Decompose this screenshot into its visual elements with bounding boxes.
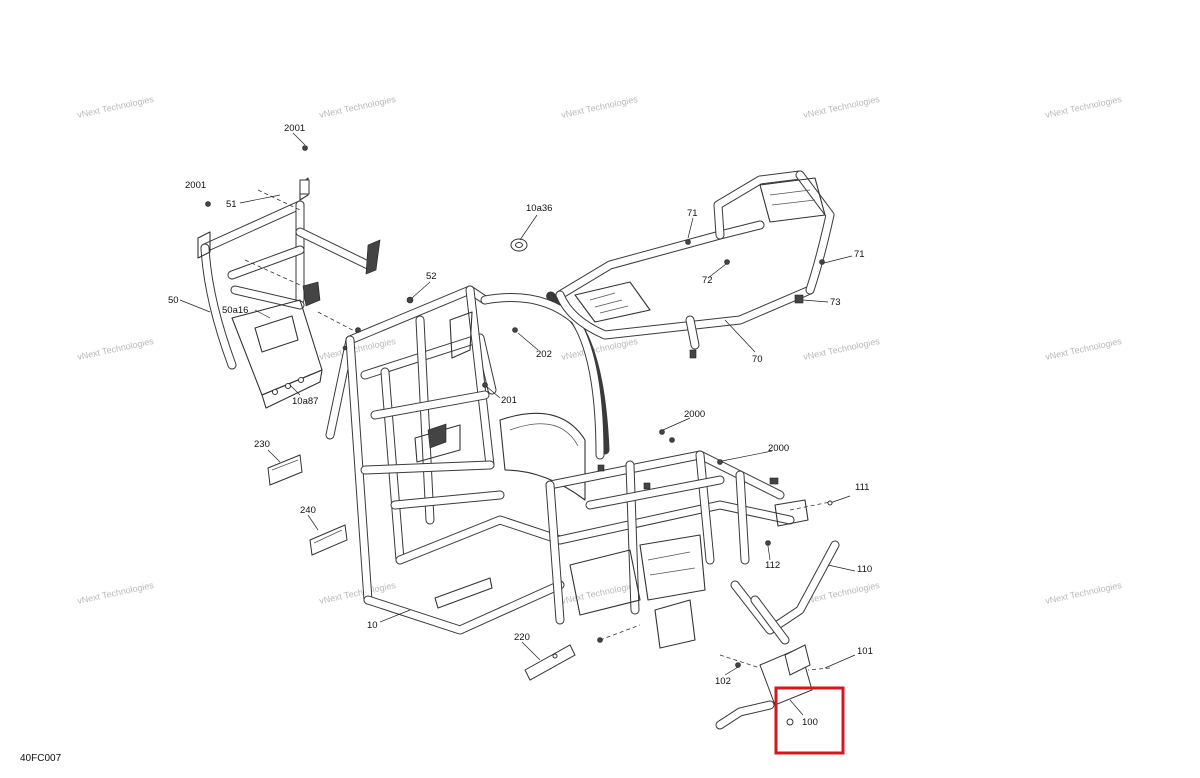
hitch-bracket-100[interactable] bbox=[715, 644, 813, 730]
callout-202[interactable]: 202 bbox=[536, 349, 552, 360]
watermark-text: vNext Technologies bbox=[802, 94, 881, 120]
callout-labels: 2001 2001 51 50 50a16 10a87 52 10a36 202… bbox=[168, 123, 873, 728]
rear-rack[interactable] bbox=[555, 170, 835, 359]
callout-70[interactable]: 70 bbox=[752, 354, 763, 365]
callout-100[interactable]: 100 bbox=[802, 717, 818, 728]
callout-50[interactable]: 50 bbox=[168, 295, 179, 306]
callout-10a87[interactable]: 10a87 bbox=[292, 396, 318, 407]
diagram-code: 40FC007 bbox=[20, 753, 62, 764]
front-brace-110[interactable] bbox=[730, 540, 840, 645]
plate-240[interactable] bbox=[309, 524, 348, 556]
plate-230[interactable] bbox=[267, 454, 303, 486]
callout-230[interactable]: 230 bbox=[254, 439, 270, 450]
callout-2001[interactable]: 2001 bbox=[185, 180, 206, 191]
callout-71[interactable]: 71 bbox=[687, 208, 698, 219]
leader-lines bbox=[179, 132, 856, 716]
callout-102[interactable]: 102 bbox=[715, 676, 731, 687]
watermark-text: vNext Technologies bbox=[1044, 580, 1123, 606]
callout-72[interactable]: 72 bbox=[702, 275, 713, 286]
watermark-text: vNext Technologies bbox=[802, 336, 881, 362]
watermark-text: vNext Technologies bbox=[76, 336, 155, 362]
callout-2001[interactable]: 2001 bbox=[284, 123, 305, 134]
watermark-text: vNext Technologies bbox=[76, 94, 155, 120]
callout-220[interactable]: 220 bbox=[514, 632, 530, 643]
callout-101[interactable]: 101 bbox=[857, 646, 873, 657]
highlight-box bbox=[774, 686, 845, 755]
callout-10[interactable]: 10 bbox=[367, 620, 378, 631]
watermark-text: vNext Technologies bbox=[560, 336, 639, 362]
callout-73[interactable]: 73 bbox=[830, 297, 841, 308]
front-bumper-assembly[interactable] bbox=[197, 177, 381, 409]
watermark-text: vNext Technologies bbox=[1044, 336, 1123, 362]
callout-50a16[interactable]: 50a16 bbox=[222, 305, 248, 316]
callout-51[interactable]: 51 bbox=[226, 199, 237, 210]
callout-110[interactable]: 110 bbox=[857, 564, 872, 575]
callout-10a36[interactable]: 10a36 bbox=[526, 203, 552, 214]
watermark-text: vNext Technologies bbox=[1044, 94, 1123, 120]
main-frame[interactable] bbox=[325, 285, 851, 649]
watermark-text: vNext Technologies bbox=[76, 580, 155, 606]
grommet-part[interactable] bbox=[510, 238, 528, 252]
callout-240[interactable]: 240 bbox=[300, 505, 316, 516]
bracket-220[interactable] bbox=[524, 644, 576, 681]
callout-52[interactable]: 52 bbox=[426, 271, 437, 282]
watermark-text: vNext Technologies bbox=[318, 94, 397, 120]
callout-2000[interactable]: 2000 bbox=[768, 443, 789, 454]
callout-201[interactable]: 201 bbox=[501, 395, 517, 406]
callout-111[interactable]: 111 bbox=[855, 482, 869, 493]
callout-112[interactable]: 112 bbox=[765, 560, 780, 571]
fasteners bbox=[205, 145, 825, 668]
watermark-text: vNext Technologies bbox=[560, 94, 639, 120]
callout-2000[interactable]: 2000 bbox=[684, 409, 705, 420]
watermark-text: vNext Technologies bbox=[560, 580, 639, 606]
callout-71[interactable]: 71 bbox=[854, 249, 865, 260]
